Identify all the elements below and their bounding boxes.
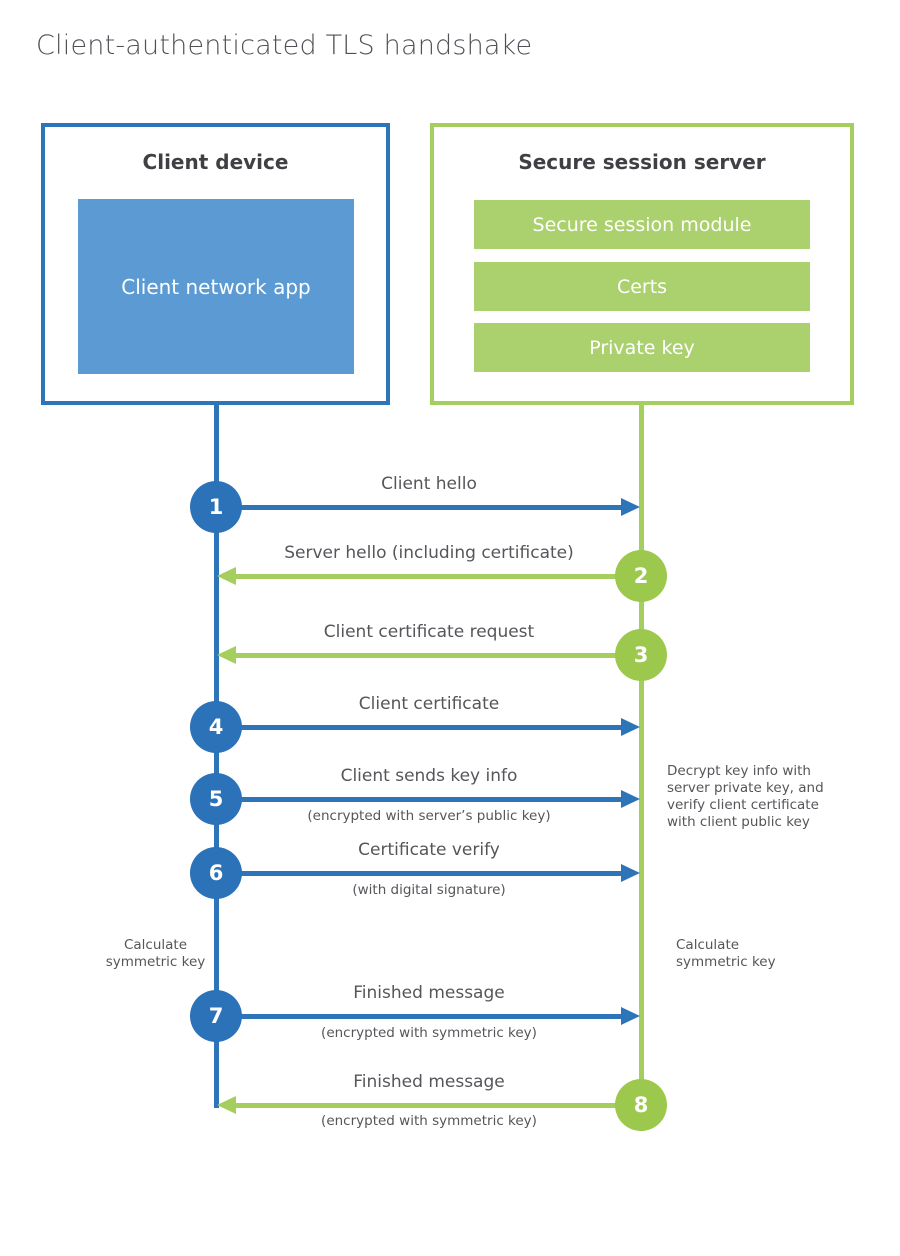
client-device-box: Client device Client network app xyxy=(41,123,390,405)
arrowhead-right-icon xyxy=(621,864,640,882)
arrowhead-left-icon xyxy=(217,567,236,585)
server-component-private-key: Private key xyxy=(474,323,810,372)
message-arrow xyxy=(216,797,622,802)
message-arrow xyxy=(235,1103,641,1108)
message-label: Client hello xyxy=(381,474,477,494)
server-component-certs: Certs xyxy=(474,262,810,311)
page-title: Client-authenticated TLS handshake xyxy=(36,30,533,61)
step-number-badge: 2 xyxy=(615,550,667,602)
note-calculate-symmetric-key-client: Calculate symmetric key xyxy=(105,937,206,970)
message-sublabel: (encrypted with symmetric key) xyxy=(321,1113,537,1129)
message-label: Certificate verify xyxy=(358,840,500,860)
arrowhead-right-icon xyxy=(621,498,640,516)
server-title: Secure session server xyxy=(518,150,766,174)
message-arrow xyxy=(216,871,622,876)
client-network-app-box: Client network app xyxy=(78,199,354,374)
arrowhead-right-icon xyxy=(621,718,640,736)
message-label: Client sends key info xyxy=(340,766,518,786)
client-lifeline xyxy=(214,405,219,1108)
server-component-secure-session-module: Secure session module xyxy=(474,200,810,249)
message-arrow xyxy=(216,1014,622,1019)
note-calculate-symmetric-key-server: Calculate symmetric key xyxy=(676,937,776,970)
step-number-badge: 1 xyxy=(190,481,242,533)
message-sublabel: (with digital signature) xyxy=(352,882,506,898)
note-decrypt-key-info: Decrypt key info with server private key… xyxy=(667,763,824,830)
message-arrow xyxy=(216,725,622,730)
message-sublabel: (encrypted with symmetric key) xyxy=(321,1025,537,1041)
message-arrow xyxy=(216,505,622,510)
arrowhead-right-icon xyxy=(621,1007,640,1025)
message-label: Finished message xyxy=(353,983,505,1003)
message-label: Client certificate xyxy=(358,694,500,714)
message-arrow xyxy=(235,653,641,658)
message-label: Server hello (including certificate) xyxy=(284,543,574,563)
step-number-badge: 8 xyxy=(615,1079,667,1131)
step-number-badge: 5 xyxy=(190,773,242,825)
server-box: Secure session server Secure session mod… xyxy=(430,123,854,405)
step-number-badge: 4 xyxy=(190,701,242,753)
step-number-badge: 6 xyxy=(190,847,242,899)
arrowhead-right-icon xyxy=(621,790,640,808)
step-number-badge: 7 xyxy=(190,990,242,1042)
step-number-badge: 3 xyxy=(615,629,667,681)
message-sublabel: (encrypted with server’s public key) xyxy=(307,808,551,824)
arrowhead-left-icon xyxy=(217,646,236,664)
server-lifeline xyxy=(639,405,644,1131)
arrowhead-left-icon xyxy=(217,1096,236,1114)
message-arrow xyxy=(235,574,641,579)
message-label: Client certificate request xyxy=(323,622,535,642)
message-label: Finished message xyxy=(353,1072,505,1092)
client-device-title: Client device xyxy=(142,150,289,174)
client-network-app-label: Client network app xyxy=(121,274,311,299)
